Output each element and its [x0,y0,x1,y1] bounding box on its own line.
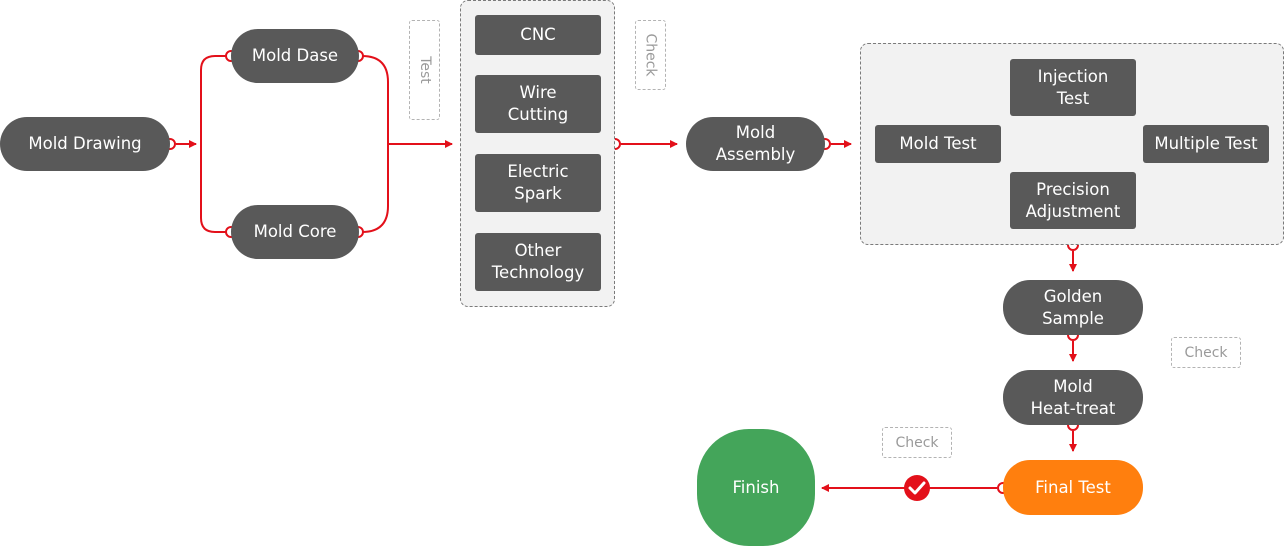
mold-drawing-node: Mold Drawing [0,117,170,171]
mold-test-node: Mold Test [875,125,1001,163]
final-test-node: Final Test [1003,460,1143,515]
check-tag-golden: Check [1171,337,1241,368]
finish-node: Finish [697,429,815,546]
check-tag-machining: Check [635,20,666,90]
cnc-node: CNC [475,15,601,55]
multiple-test-node: Multiple Test [1143,125,1269,163]
check-tag-final: Check [882,427,952,458]
mold-dase-node: Mold Dase [231,29,359,83]
check-mark-icon [904,475,930,501]
connector-left-bracket [200,55,229,233]
connector-right-bracket [361,55,389,233]
test-tag: Test [409,20,440,120]
mold-core-node: Mold Core [231,205,359,259]
